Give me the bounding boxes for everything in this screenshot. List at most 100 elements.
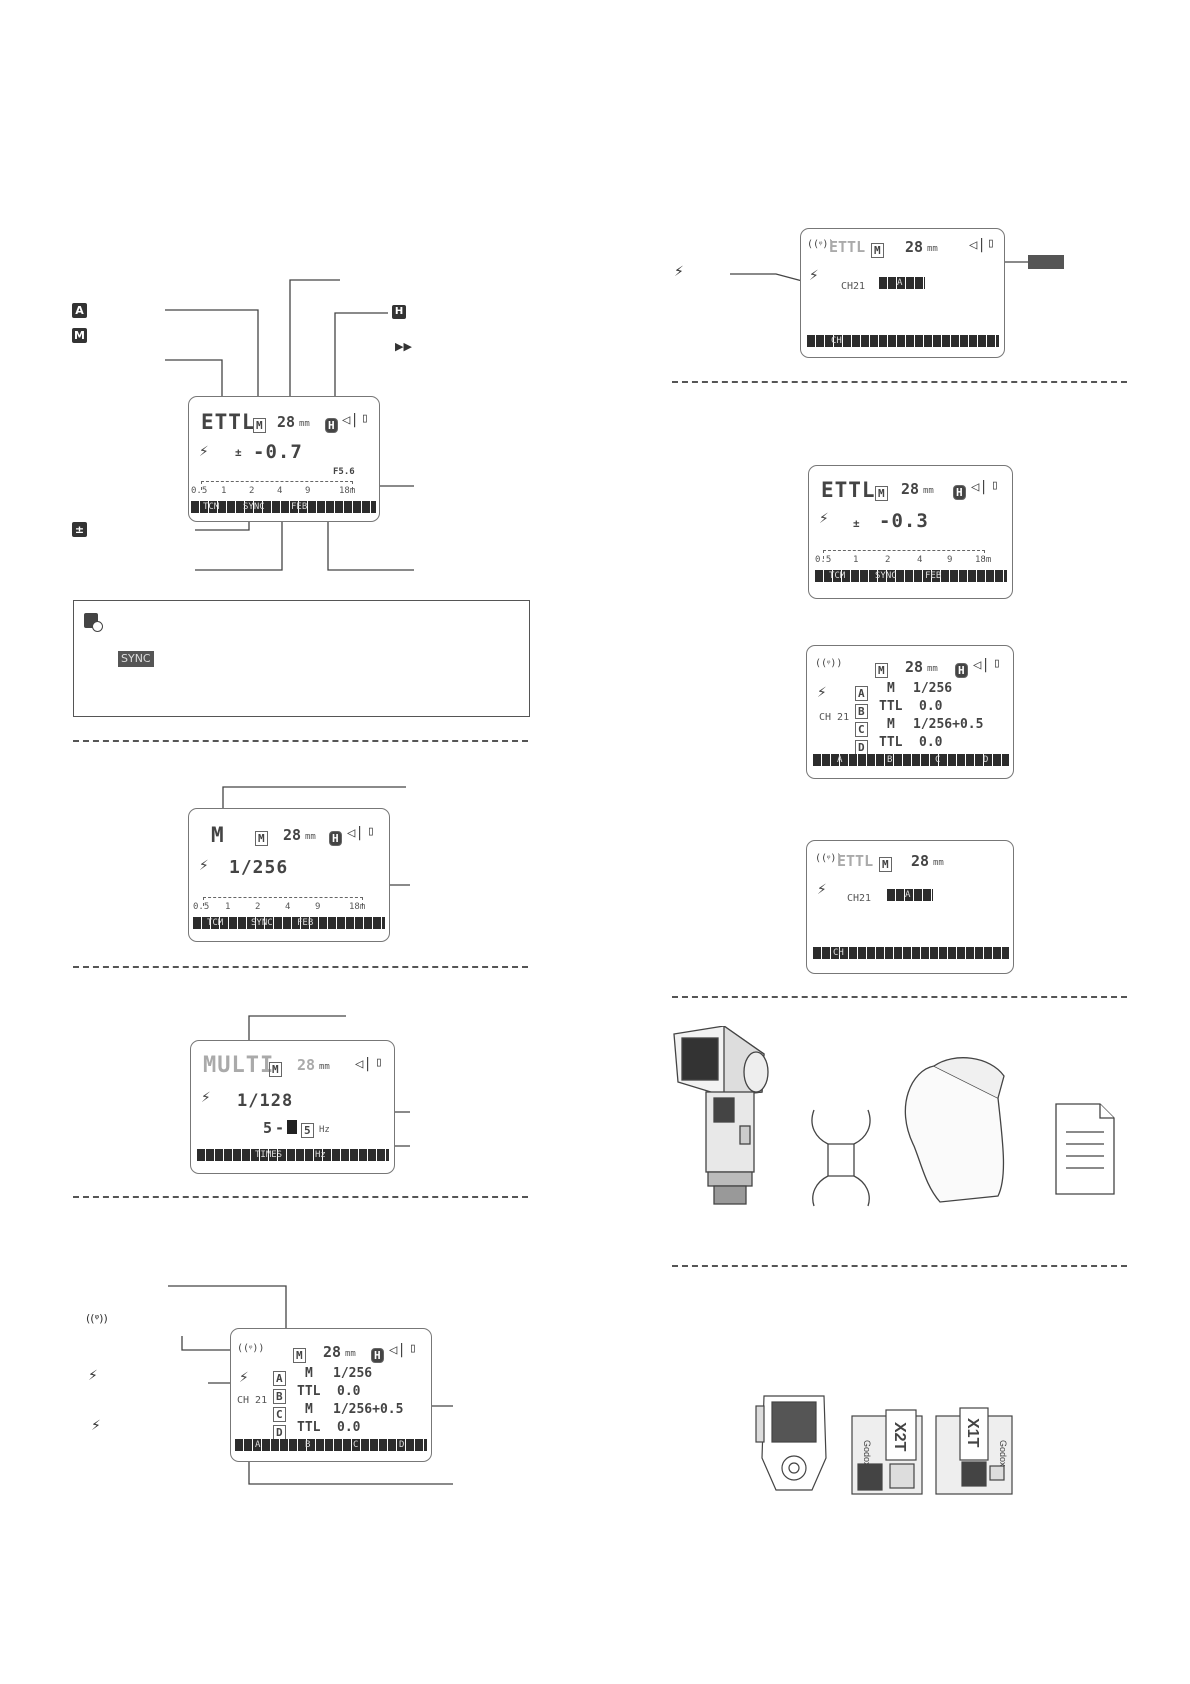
group-c-value: 1/256+0.5 [333,1402,404,1417]
lcd-panel-slave-top: ((ᵠ)) ETTL M 28 mm ◁| ▯ ⚡ CH21 A CH [800,228,1005,358]
softkey-hz[interactable]: Hz [315,1150,326,1160]
softkey-a[interactable]: A [255,1440,261,1450]
hss-indicator: H [329,831,342,846]
group-c-box: C [273,1407,286,1422]
zoom-unit: mm [299,419,310,429]
compatible-triggers: Godox X2T X1T Godox [755,1395,1013,1495]
channel-label: CH 21 [237,1395,268,1406]
flash-unit-illustration [673,1026,769,1205]
section-divider [73,1196,528,1198]
battery-icon: ▯ [409,1341,417,1356]
flash-head-icon: ⚡ [819,508,829,527]
softkey-2[interactable]: SYNC [251,918,273,928]
softkey-bar: TIMES Hz [197,1149,389,1161]
lcd-panel-ettl: ETTL M 28 mm H ◁| ▯ ⚡ ± -0.7 F5.6 0.5 1 … [188,396,380,522]
scale-2: 2 [255,902,261,912]
hss-indicator: H [325,418,338,433]
softkey-bar: TCM SYNC FEB [193,917,385,929]
scale-1: 1 [221,486,227,496]
softkey-2[interactable]: SYNC [243,502,265,512]
softkey-c[interactable]: C [353,1440,359,1450]
x1t-label: X1T [964,1418,981,1448]
softkey-3[interactable]: FEB [925,571,942,581]
lcd-panel-manual: M M 28 mm H ◁| ▯ ⚡ 1/256 0.5 1 2 4 9 18m… [188,808,390,942]
group-c-box: C [855,722,868,737]
group-selector[interactable]: A [887,889,933,901]
flash-head-icon: ⚡ [199,855,209,874]
package-contents [673,1026,1115,1207]
x2t-label: X2T [891,1422,908,1452]
scale-0: 0.5 [193,902,210,912]
section-divider [672,996,1127,998]
softkey-b[interactable]: B [887,755,893,765]
channel-label: CH21 [841,281,866,292]
softkey-a[interactable]: A [837,755,843,765]
manual-zoom-icon: M [72,328,87,343]
scale-4: 9 [305,486,311,496]
auto-zoom-icon: A [72,303,87,318]
softkey-1[interactable]: TCM [207,918,224,928]
flash-head-icon: ⚡ [239,1367,249,1386]
mode-label: ETTL [201,410,256,434]
zoom-value: 28 [277,413,296,431]
softkey-c[interactable]: C [935,755,941,765]
power-value: 1/256 [229,857,289,878]
speaker-icon: ◁| [342,412,359,428]
speaker-icon: ◁| [973,657,990,673]
channel-label: CH 21 [819,712,850,723]
zoom-mode-indicator: M [253,418,266,433]
group-a-mode: M [305,1366,313,1381]
softkey-ch[interactable]: CH [833,948,844,958]
hss-indicator: H [953,485,966,500]
battery-icon: ▯ [991,478,999,493]
scale-4: 9 [947,555,953,565]
softkey-bar: A B C D [813,754,1009,766]
softkey-bar: A B C D [235,1439,427,1451]
zoom-mode-indicator: M [269,1062,282,1077]
softkey-d[interactable]: D [983,755,989,765]
speaker-icon: ◁| [971,479,988,495]
zoom-value: 28 [297,1056,316,1074]
fec-indicator: ± [853,517,860,530]
softkey-2[interactable]: SYNC [875,571,897,581]
flash-head-icon: ⚡ [809,265,819,284]
group-selector[interactable]: A [879,277,925,289]
brand-label-2: Godox [998,1440,1008,1467]
x1t-trigger-illustration [935,1407,1013,1495]
softkey-1[interactable]: TCM [829,571,846,581]
softkey-b[interactable]: B [305,1440,311,1450]
lcd-panel-multi: MULTI M 28 mm ◁| ▯ ⚡ 1/128 5 - 5 Hz TIME… [190,1040,395,1174]
section-divider [73,966,528,968]
section-divider [672,1265,1127,1267]
zoom-mode-indicator: M [879,857,892,872]
times-value: 5 [263,1119,273,1137]
wireless-icon: ((ᵠ)) [86,1312,108,1325]
softkey-ch[interactable]: CH [831,336,842,346]
zoom-unit: mm [319,1062,330,1072]
softkey-3[interactable]: FEB [291,502,308,512]
zoom-mode-indicator: M [875,486,888,501]
group-label: A [897,278,903,288]
range-bracket [203,897,363,906]
group-b-value: 0.0 [337,1384,361,1399]
scale-1: 1 [225,902,231,912]
zoom-mode-indicator: M [255,831,268,846]
mode-label: ETTL [829,238,866,256]
zoom-value: 28 [901,480,920,498]
softkey-3[interactable]: FEB [297,918,314,928]
lcd-panel-master: ((ᵠ)) M 28 mm H ◁| ▯ ⚡ CH 21 A M 1/256 B… [230,1328,432,1462]
lcd-panel-ettl-right: ETTL M 28 mm H ◁| ▯ ⚡ ± -0.3 0.5 1 2 4 9… [808,465,1013,599]
channel-label: CH21 [847,893,872,904]
softkey-d[interactable]: D [399,1440,405,1450]
group-a-mode: M [887,681,895,696]
softkey-1[interactable]: TCM [203,502,220,512]
battery-icon: ▯ [367,824,375,839]
softkey-times[interactable]: TIMES [255,1150,283,1160]
scale-3: 4 [285,902,291,912]
zoom-value: 28 [911,852,930,870]
group-c-value: 1/256+0.5 [913,717,984,732]
flash-head-icon: ⚡ [199,441,209,460]
fec-value: -0.3 [879,510,929,532]
manual-document-illustration [1055,1103,1115,1195]
zoom-unit: mm [345,1349,356,1359]
